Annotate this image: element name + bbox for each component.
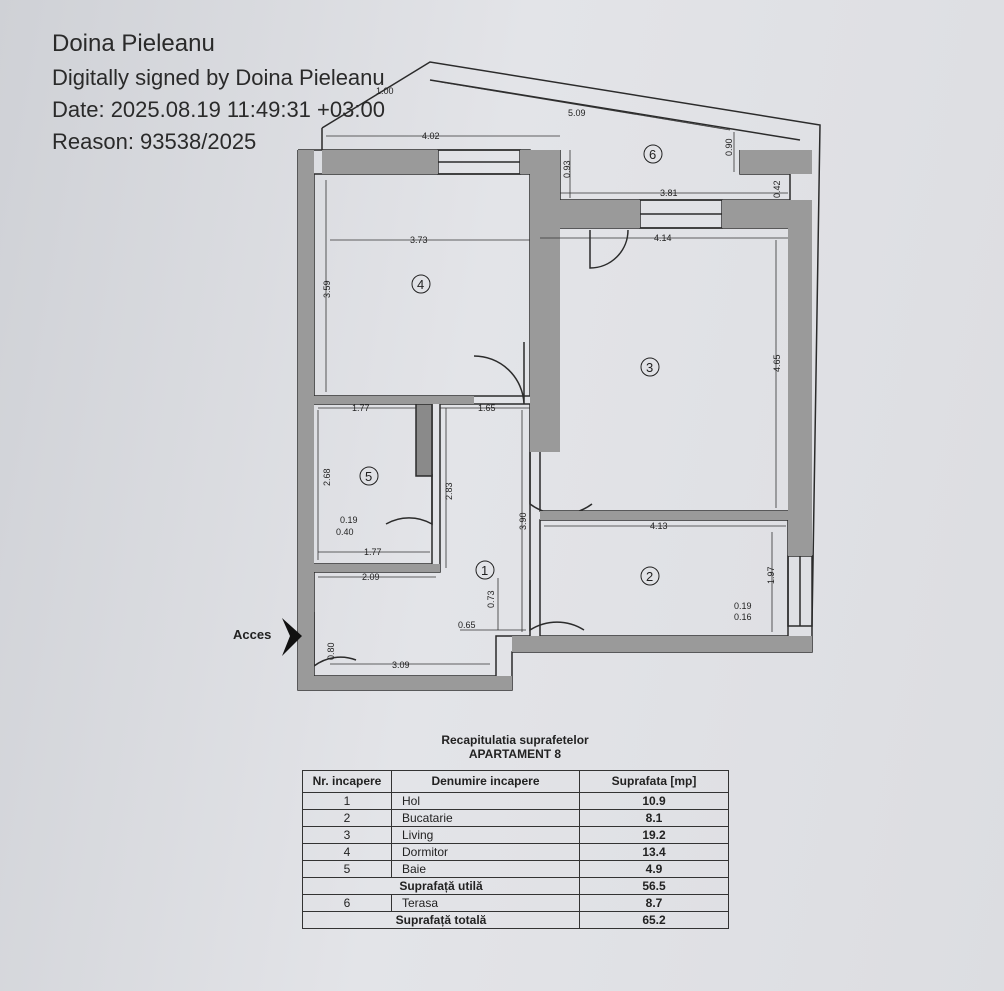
dim-label: 0.42 — [772, 180, 782, 198]
area-table: Nr. incapere Denumire incapere Suprafata… — [302, 770, 729, 929]
dim-label: 2.83 — [444, 482, 454, 500]
room-number-3: 3 — [646, 360, 653, 375]
cell-nr: 4 — [302, 843, 392, 861]
room-number-4: 4 — [417, 277, 424, 292]
signed-by-line: Digitally signed by Doina Pieleanu — [52, 65, 385, 90]
dim-label: 0.65 — [458, 620, 476, 630]
cell-nr: 3 — [302, 826, 392, 844]
cell-area: 10.9 — [579, 792, 729, 810]
dim-label: 1.00 — [376, 86, 394, 96]
room-3-outline — [539, 227, 793, 512]
dim-label: 0.80 — [326, 642, 336, 660]
cell-nr: 5 — [302, 860, 392, 878]
access-label: Acces — [233, 627, 271, 642]
cell-area: 4.9 — [579, 860, 729, 878]
dim-label: 4.02 — [422, 131, 440, 141]
dim-label: 1.77 — [352, 403, 370, 413]
useful-area-value: 56.5 — [579, 877, 729, 895]
header-denumire: Denumire incapere — [391, 770, 580, 793]
terrace-outline — [321, 61, 821, 627]
dim-label: 3.81 — [660, 188, 678, 198]
useful-area-label: Suprafață utilă — [302, 877, 580, 895]
total-area-row: Suprafață totală 65.2 — [302, 911, 729, 929]
cell-area: 8.7 — [579, 894, 729, 912]
dim-label: 4.13 — [650, 521, 668, 531]
dim-label: 0.19 — [340, 515, 358, 525]
total-area-value: 65.2 — [579, 911, 729, 929]
header-suprafata: Suprafata [mp] — [579, 770, 729, 793]
cell-name: Dormitor — [391, 843, 580, 861]
cell-area: 19.2 — [579, 826, 729, 844]
dim-label: 0.73 — [486, 590, 496, 608]
digital-signature: Doina Pieleanu Digitally signed by Doina… — [52, 28, 385, 158]
cell-area: 13.4 — [579, 843, 729, 861]
signer-name: Doina Pieleanu — [52, 30, 215, 57]
dim-label: 1.65 — [478, 403, 496, 413]
cell-name: Terasa — [391, 894, 580, 912]
table-row: 6 Terasa 8.7 — [302, 894, 729, 912]
cell-name: Baie — [391, 860, 580, 878]
cell-nr: 2 — [302, 809, 392, 827]
recap-title: Recapitulatia suprafetelor APARTAMENT 8 — [300, 733, 730, 761]
total-area-label: Suprafață totală — [302, 911, 580, 929]
table-row: 2 Bucatarie 8.1 — [302, 809, 729, 827]
cell-name: Bucatarie — [391, 809, 580, 827]
cell-nr: 6 — [302, 894, 392, 912]
dim-label: 2.68 — [322, 468, 332, 486]
dim-label: 3.59 — [322, 280, 332, 298]
dim-label: 4.14 — [654, 233, 672, 243]
table-row: 1 Hol 10.9 — [302, 792, 729, 810]
dim-label: 1.97 — [766, 566, 776, 584]
dim-label: 0.90 — [724, 138, 734, 156]
room-number-2: 2 — [646, 569, 653, 584]
recap-title-line1: Recapitulatia suprafetelor — [441, 733, 589, 747]
header-nr: Nr. incapere — [302, 770, 392, 793]
dim-label: 3.90 — [518, 512, 528, 530]
table-row: 5 Baie 4.9 — [302, 860, 729, 878]
dim-label: 3.73 — [410, 235, 428, 245]
table-row: 3 Living 19.2 — [302, 826, 729, 844]
dim-label: 0.16 — [734, 612, 752, 622]
table-row: 4 Dormitor 13.4 — [302, 843, 729, 861]
dim-label: 3.09 — [392, 660, 410, 670]
signature-reason: Reason: 93538/2025 — [52, 129, 257, 154]
cell-area: 8.1 — [579, 809, 729, 827]
cell-nr: 1 — [302, 792, 392, 810]
dim-label: 4.65 — [772, 354, 782, 372]
recap-title-line2: APARTAMENT 8 — [468, 747, 562, 761]
access-arrow-icon — [282, 618, 302, 656]
dim-label: 0.40 — [336, 527, 354, 537]
room-number-6: 6 — [649, 147, 656, 162]
dim-label: 2.09 — [362, 572, 380, 582]
cell-name: Hol — [391, 792, 580, 810]
dim-label: 0.19 — [734, 601, 752, 611]
table-header-row: Nr. incapere Denumire incapere Suprafata… — [302, 770, 729, 793]
room-number-5: 5 — [365, 469, 372, 484]
useful-area-row: Suprafață utilă 56.5 — [302, 877, 729, 895]
dim-label: 5.09 — [568, 108, 586, 118]
signature-date: Date: 2025.08.19 11:49:31 +03:00 — [52, 97, 385, 122]
dim-label: 1.77 — [364, 547, 382, 557]
room-number-1: 1 — [481, 563, 488, 578]
dim-label: 0.93 — [562, 160, 572, 178]
cell-name: Living — [391, 826, 580, 844]
